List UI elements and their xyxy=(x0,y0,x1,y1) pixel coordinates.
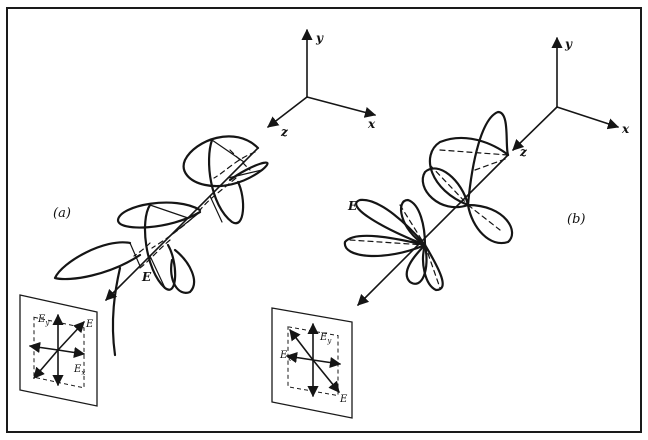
figure-frame xyxy=(6,7,642,433)
panel-a-inset-ey-label: Ey xyxy=(37,314,50,327)
panel-b-label: (b) xyxy=(567,212,585,227)
panel-b-inset: Ey Ex E xyxy=(271,307,353,419)
panel-a-helix-hidden xyxy=(133,149,256,269)
panel-a-field-label: E xyxy=(141,270,152,284)
panel-a-z-label: z xyxy=(280,125,289,139)
panel-b-inset-e-label: E xyxy=(339,394,348,405)
panel-a-label: (a) xyxy=(53,206,71,221)
panel-a-inset-ex-label: Ex xyxy=(73,364,85,377)
panel-a-x-label: x xyxy=(367,117,376,131)
panel-a-propagation-axis xyxy=(105,147,259,301)
panel-a-z-axis xyxy=(267,96,308,128)
panel-b-field-label: E xyxy=(347,199,358,213)
panel-b-inset-ex-label: Ex xyxy=(279,350,291,363)
panel-b-lobes xyxy=(343,110,514,292)
panel-b-y-label: y xyxy=(564,37,573,51)
panel-b-inset-e-arrow xyxy=(312,359,340,393)
panel-b-propagation-axis xyxy=(357,154,509,306)
panel-a-field-vectors xyxy=(129,139,263,289)
panel-b-x-label: x xyxy=(621,122,630,136)
panel-b: y x z (b) E xyxy=(271,36,630,419)
panel-b-x-axis xyxy=(556,106,620,130)
panel-a-inset-ex-arrow xyxy=(57,346,86,359)
panel-a: y x z (a) xyxy=(19,28,377,407)
panel-b-z-label: z xyxy=(519,145,528,159)
panel-a-inset-e-label: E xyxy=(85,319,94,330)
panel-b-axes xyxy=(512,36,620,151)
panel-a-inset-e-arrow-back xyxy=(33,349,59,379)
panel-b-inset-ex-arrow-right xyxy=(312,356,342,369)
panel-a-axes xyxy=(267,28,377,128)
panel-b-inset-ey-label: Ey xyxy=(319,332,332,345)
panel-a-helix xyxy=(53,135,269,357)
panel-a-inset-e-arrow xyxy=(57,321,85,351)
panel-a-inset: Ey E Ex xyxy=(19,294,98,407)
panel-a-x-axis xyxy=(306,96,377,118)
panel-a-y-label: y xyxy=(315,31,324,45)
panel-b-z-axis xyxy=(512,106,558,151)
panel-b-inset-ex-arrow xyxy=(285,351,314,364)
panel-a-inset-ex-arrow-left xyxy=(28,341,59,353)
panel-b-lobes-hidden xyxy=(349,149,509,289)
panel-b-inset-e-arrow-back xyxy=(289,329,314,361)
